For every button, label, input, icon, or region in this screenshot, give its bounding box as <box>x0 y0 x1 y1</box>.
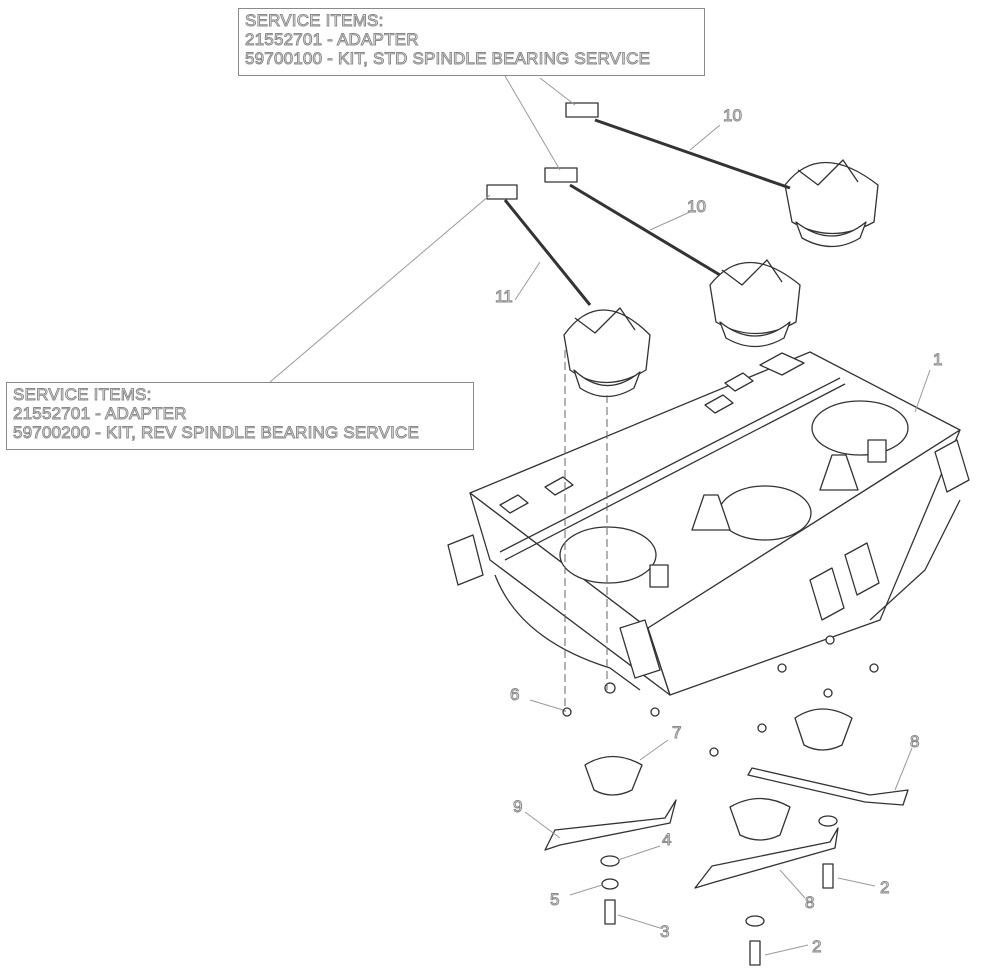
spindle-assembly-left <box>486 184 651 398</box>
service-item-std-spindle-kit: 59700100 - KIT, STD SPINDLE BEARING SERV… <box>245 49 651 69</box>
callout-7: 7 <box>671 723 682 743</box>
spindle-assembly-center <box>544 167 801 348</box>
callout-8-right: 8 <box>909 732 920 752</box>
spindle-assembly-right <box>565 102 879 248</box>
callout-9: 9 <box>512 797 523 817</box>
callout-2-lower: 2 <box>811 937 822 957</box>
callout-1: 1 <box>932 350 943 370</box>
callout-10-upper: 10 <box>723 106 743 126</box>
hardware <box>562 635 879 966</box>
deck-housing <box>447 351 970 696</box>
service-items-heading: SERVICE ITEMS: <box>13 385 152 405</box>
callout-5: 5 <box>549 890 560 910</box>
callout-11: 11 <box>495 287 514 307</box>
callout-6: 6 <box>509 685 520 705</box>
service-items-box-left: SERVICE ITEMS: 21552701 - ADAPTER 597002… <box>6 382 474 450</box>
service-items-box-top: SERVICE ITEMS: 21552701 - ADAPTER 597001… <box>238 8 705 76</box>
callout-3: 3 <box>659 922 670 942</box>
callout-2-upper: 2 <box>879 878 890 898</box>
callout-4: 4 <box>661 830 672 850</box>
mower-blades <box>544 767 909 889</box>
callout-8-lower: 8 <box>804 893 815 913</box>
alignment-lines <box>564 350 608 712</box>
service-item-rev-spindle-kit: 59700200 - KIT, REV SPINDLE BEARING SERV… <box>13 423 420 443</box>
service-item-adapter: 21552701 - ADAPTER <box>245 30 420 50</box>
blade-adapters <box>584 708 853 841</box>
service-item-adapter: 21552701 - ADAPTER <box>13 404 188 424</box>
leader-lines <box>269 75 931 956</box>
service-items-heading: SERVICE ITEMS: <box>245 11 384 31</box>
callout-10-lower: 10 <box>687 197 707 217</box>
